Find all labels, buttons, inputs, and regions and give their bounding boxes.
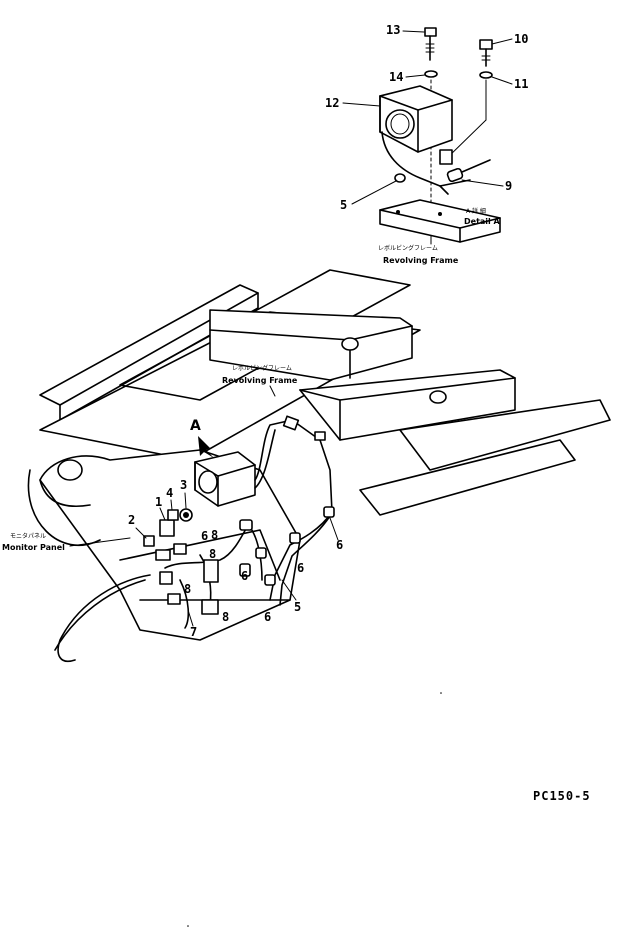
callout-8c: 8 [184, 582, 191, 596]
callout-5: 5 [294, 600, 301, 614]
revolving-frame-jp-top: レボルビングフレーム [378, 244, 438, 252]
revolving-frame-label-top: Revolving Frame [383, 256, 459, 265]
washer-11-icon [479, 71, 493, 79]
work-lamp-main-icon [194, 451, 256, 507]
callout-14: 14 [389, 70, 403, 84]
callout-13: 13 [386, 23, 400, 37]
detail-a-jp-label: A 詳 細 [466, 207, 486, 215]
callout-7: 7 [190, 625, 197, 639]
callout-10: 10 [514, 32, 528, 46]
model-number: PC150-5 [533, 789, 591, 803]
callout-12: 12 [325, 96, 339, 110]
callout-8b: 8 [209, 547, 216, 561]
callout-3: 3 [180, 478, 187, 492]
work-lamp-12-icon [379, 85, 453, 165]
callout-4: 4 [166, 486, 173, 500]
callout-11: 11 [514, 77, 528, 91]
detail-a-label: Detail A [464, 217, 501, 226]
callout-6d: 6 [297, 561, 304, 575]
callout-1: 1 [155, 495, 162, 509]
washer-14-icon [424, 70, 438, 78]
callout-8d: 8 [222, 610, 229, 624]
mounting-plate-icon [379, 199, 501, 243]
monitor-panel-jp-label: モニタパネル [10, 532, 46, 540]
clip-5-detail-icon [394, 173, 406, 183]
monitor-panel-label: Monitor Panel [2, 543, 65, 552]
callout-6b: 6 [241, 569, 248, 583]
revolving-frame-label-main: Revolving Frame [222, 376, 298, 385]
callout-2: 2 [128, 513, 135, 527]
view-arrow-label: A [190, 418, 201, 434]
callout-5-detail: 5 [340, 198, 347, 212]
callout-8a: 8 [211, 528, 218, 542]
detail-a-group: 13 14 10 11 12 9 5 A 詳 細 Detail A レボルビング… [325, 23, 528, 265]
bolt-10-icon [479, 39, 493, 67]
revolving-frame-structure [27, 269, 611, 662]
connector-9-icon [446, 159, 491, 183]
callout-6e: 6 [336, 538, 343, 552]
view-arrow-a-icon: A [190, 418, 214, 458]
revolving-frame-jp-main: レボルビングフレーム [232, 364, 292, 372]
callout-6c: 6 [264, 610, 271, 624]
wiring-harness [143, 415, 335, 629]
callout-9: 9 [505, 179, 512, 193]
callout-6a: 6 [201, 529, 208, 543]
bolt-13-icon [424, 27, 437, 61]
